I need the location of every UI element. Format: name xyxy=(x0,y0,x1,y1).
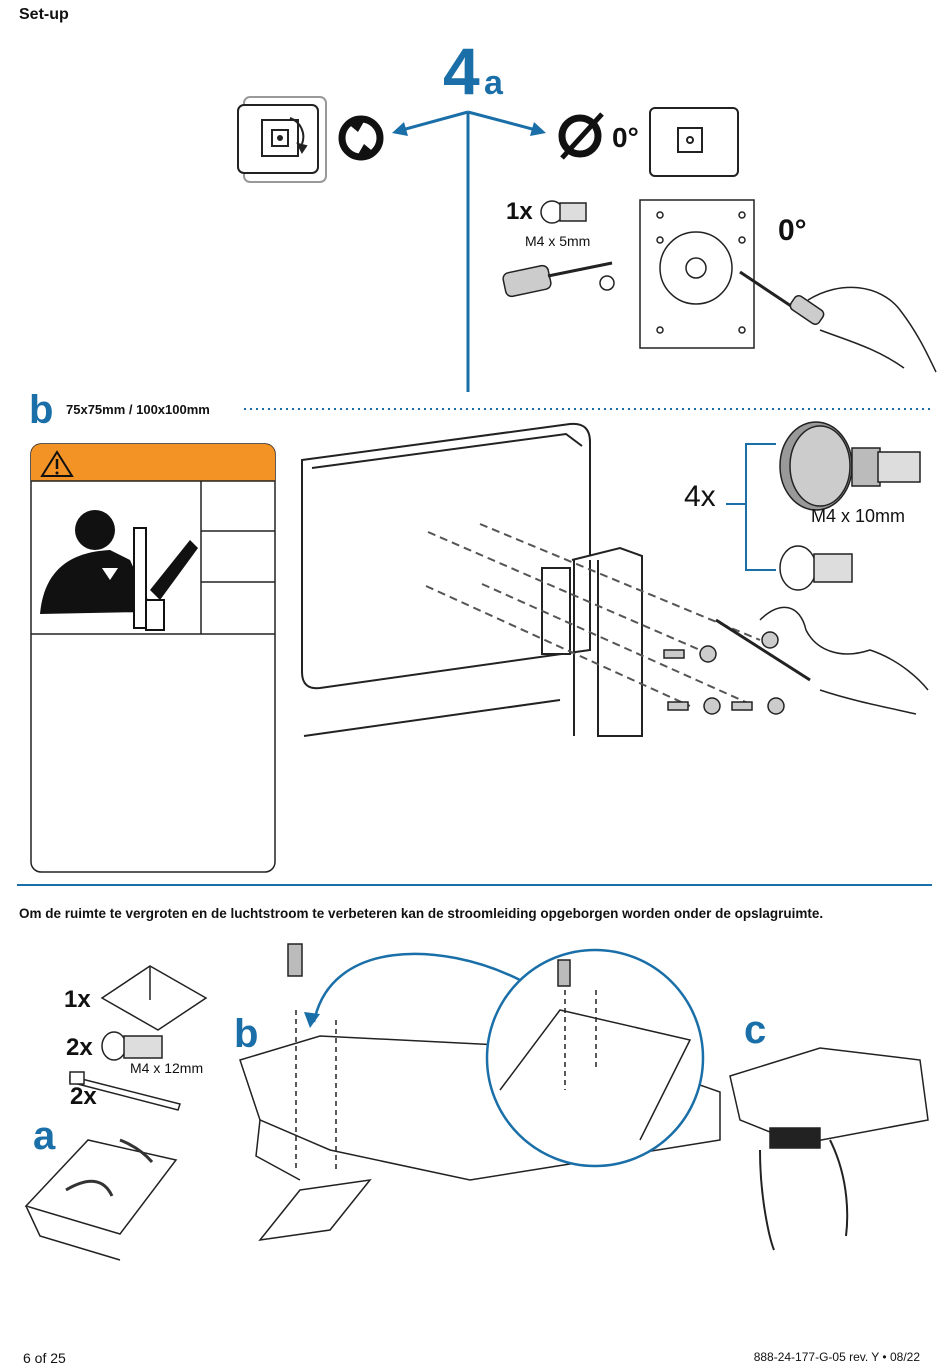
document-id: 888-24-177-G-05 rev. Y • 08/22 xyxy=(754,1350,920,1364)
step-c-illustration xyxy=(730,1048,928,1250)
screw-icon xyxy=(541,201,586,223)
mounting-screws xyxy=(664,632,784,714)
hand-screwdriver xyxy=(740,272,936,372)
monitor-mount-illustration xyxy=(302,424,642,736)
callout-arrow xyxy=(314,954,520,1022)
step-b2-letter: b xyxy=(234,1014,258,1054)
screw-quantity-2: 2x xyxy=(66,1034,93,1062)
monitor-upright-icon xyxy=(650,108,738,176)
detail-circle xyxy=(487,950,703,1166)
bracket-quantity: 1x xyxy=(64,986,91,1014)
rotate-icon xyxy=(342,118,380,158)
cable-storage-note: Om de ruimte te vergroten en de luchtstr… xyxy=(19,903,899,924)
screw-quantity: 1x xyxy=(506,198,533,226)
warning-box xyxy=(31,444,275,872)
direction-arrows xyxy=(402,112,536,392)
page-number: 6 of 25 xyxy=(23,1350,66,1366)
screw-size-label: M4 x 5mm xyxy=(525,233,590,249)
rotate-angle-label: 0° xyxy=(612,122,639,154)
cable-tie-quantity: 2x xyxy=(70,1083,97,1111)
mount-screw-size: M4 x 10mm xyxy=(811,506,905,527)
hands-screwdriver xyxy=(716,607,928,714)
knob-screw-icon xyxy=(780,422,920,510)
screw-size-label-2: M4 x 12mm xyxy=(130,1060,203,1076)
phillips-screw-icon xyxy=(780,546,852,590)
monitor-rotate-icon xyxy=(238,97,326,182)
step-a-illustration xyxy=(26,1140,176,1260)
step-b-letter: b xyxy=(29,390,53,430)
step-a-letter: a xyxy=(33,1116,55,1156)
no-rotate-icon xyxy=(562,114,602,158)
bracket-part-icon xyxy=(102,966,206,1030)
vesa-size-label: 75x75mm / 100x100mm xyxy=(66,402,210,417)
adapter-angle-label: 0° xyxy=(778,214,807,248)
screw-icon-2 xyxy=(102,1032,162,1060)
mount-screw-quantity: 4x xyxy=(684,480,716,514)
screwdriver-icon xyxy=(502,263,614,298)
step-c-letter: c xyxy=(744,1010,766,1050)
adapter-plate xyxy=(640,200,754,348)
